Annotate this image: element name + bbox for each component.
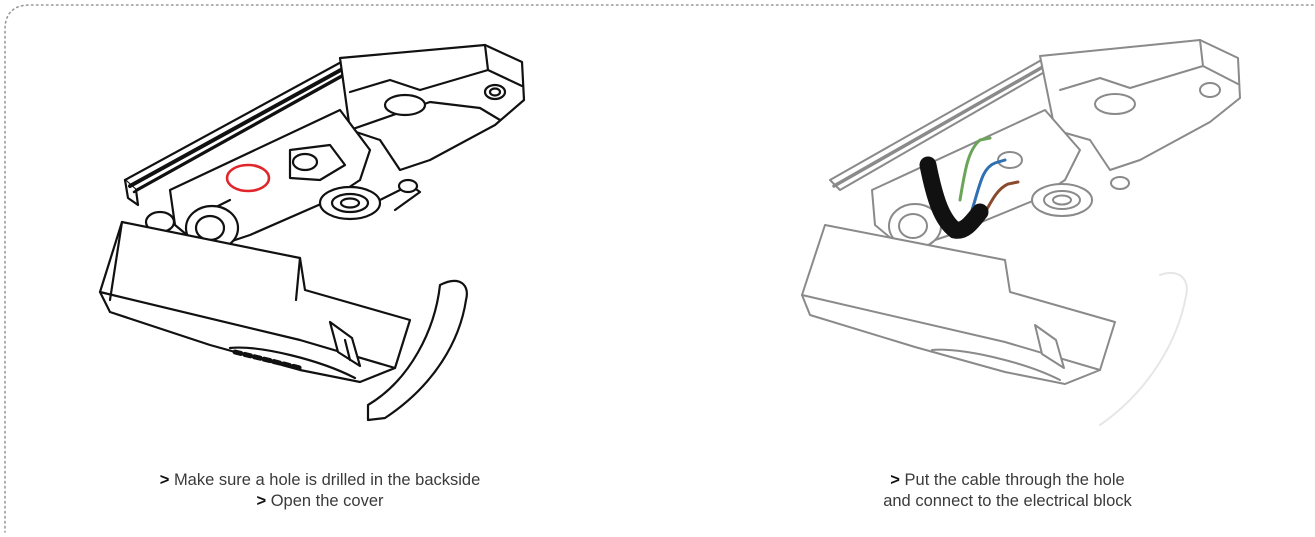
- step-1-line-2: > Open the cover: [60, 491, 580, 512]
- step-2-line-1-text: Put the cable through the hole: [904, 471, 1125, 489]
- step-1-caption: > Make sure a hole is drilled in the bac…: [60, 470, 580, 512]
- cable-sheath: [919, 156, 989, 239]
- drill-hole-marker: [225, 163, 271, 193]
- step-2-illustration: [801, 39, 1241, 426]
- step-1-line-1: > Make sure a hole is drilled in the bac…: [60, 470, 580, 491]
- bullet-marker: >: [890, 471, 900, 489]
- step-2: > Put the cable through the hole and con…: [660, 0, 1315, 537]
- bullet-marker: >: [159, 471, 170, 489]
- step-1-line-1-text: Make sure a hole is drilled in the backs…: [173, 471, 481, 489]
- step-2-line-2-text: and connect to the electrical block: [883, 492, 1132, 510]
- bullet-marker: >: [256, 492, 267, 510]
- step-2-caption: > Put the cable through the hole and con…: [720, 470, 1295, 512]
- step-2-line-1: > Put the cable through the hole: [720, 470, 1295, 491]
- step-1: > Make sure a hole is drilled in the bac…: [0, 0, 640, 537]
- step-1-illustration: [98, 43, 526, 422]
- step-1-line-2-text: Open the cover: [270, 492, 384, 510]
- step-2-line-2: and connect to the electrical block: [720, 491, 1295, 512]
